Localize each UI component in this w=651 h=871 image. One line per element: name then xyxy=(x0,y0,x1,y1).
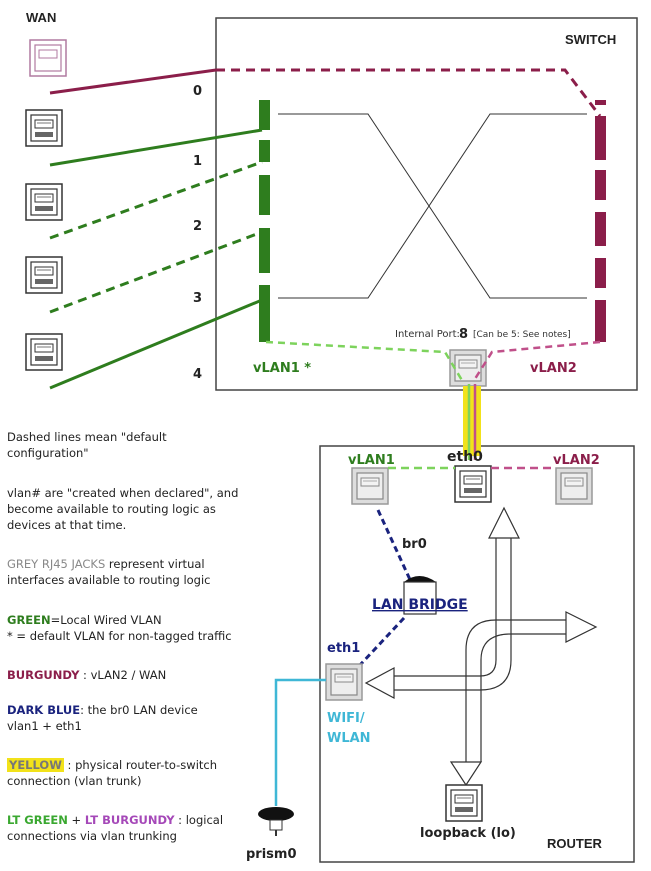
wan-dashed-line xyxy=(216,68,602,117)
vlan1-to-bridge xyxy=(376,509,414,585)
eth0-label: eth0 xyxy=(447,449,483,465)
switch-box xyxy=(215,17,638,391)
note-text: + xyxy=(67,813,85,827)
prism0-antenna-icon xyxy=(258,807,294,836)
legend-key-light-burgundy: LT BURGUNDY xyxy=(84,813,175,827)
note-text: devices at that time. xyxy=(7,518,127,532)
note-text: Dashed lines mean "default xyxy=(7,430,167,444)
wan-jack-icon xyxy=(29,39,67,77)
vlan1-bar xyxy=(259,100,270,342)
internal-port-note: [Can be 5: See notes] xyxy=(473,330,571,340)
vlan1-switch-label: vLAN1 * xyxy=(253,361,311,376)
note-green: GREEN=Local Wired VLAN * = default VLAN … xyxy=(7,612,262,644)
legend-key-dark-blue: DARK BLUE xyxy=(7,703,81,717)
note-vlan-created: vlan# are "created when declared", and b… xyxy=(7,485,262,533)
switch-label: SWITCH xyxy=(565,32,616,47)
port-label-3: 3 xyxy=(193,291,202,306)
wan-line xyxy=(49,68,217,95)
note-text: connection (vlan trunk) xyxy=(7,774,142,788)
note-text: represent virtual xyxy=(105,557,205,571)
wan-label: WAN xyxy=(26,10,56,25)
router-label: ROUTER xyxy=(547,836,603,851)
vlan2-switch-label: vLAN2 xyxy=(530,361,577,376)
wifi-label-line1: WIFI/ xyxy=(327,711,365,726)
note-grey-jacks: GREY RJ45 JACKS represent virtual interf… xyxy=(7,556,262,588)
vlan2-bar xyxy=(595,100,606,342)
legend-key-green: GREEN xyxy=(7,613,51,627)
wifi-line xyxy=(274,678,326,806)
port2-jack-icon xyxy=(25,183,63,221)
note-dark-blue: DARK BLUE: the br0 LAN device vlan1 + et… xyxy=(7,702,262,734)
note-text: become available to routing logic as xyxy=(7,502,216,516)
note-logical: LT GREEN + LT BURGUNDY : logical connect… xyxy=(7,812,262,844)
note-text: : logical xyxy=(174,813,224,827)
port-label-4: 4 xyxy=(193,367,202,382)
legend-key-grey: GREY RJ45 JACKS xyxy=(7,557,106,571)
loopback-jack-icon xyxy=(445,784,483,822)
note-yellow: YELLOW : physical router-to-switch conne… xyxy=(7,757,262,789)
port-label-2: 2 xyxy=(193,219,202,234)
port2-line xyxy=(49,160,263,240)
note-text: connections via vlan trunking xyxy=(7,829,177,843)
vlan2-to-internal-port xyxy=(471,340,601,383)
note-text: configuration" xyxy=(7,446,89,460)
legend-key-light-green: LT GREEN xyxy=(7,813,68,827)
loopback-label: loopback (lo) xyxy=(420,826,516,841)
port3-jack-icon xyxy=(25,256,63,294)
note-text: vlan# are "created when declared", and xyxy=(7,486,239,500)
legend-key-burgundy: BURGUNDY xyxy=(7,668,80,682)
wifi-label-line2: WLAN xyxy=(327,731,371,746)
port1-line xyxy=(49,128,263,167)
note-text: vlan1 + eth1 xyxy=(7,719,82,733)
internal-port-number: 8 xyxy=(459,327,468,342)
switch-cross-line-b xyxy=(278,113,587,299)
note-text: : the br0 LAN device xyxy=(80,703,198,717)
note-text: * = default VLAN for non-tagged traffic xyxy=(7,629,232,643)
lan-bridge-label: LAN BRIDGE xyxy=(372,597,468,613)
note-text: : vLAN2 / WAN xyxy=(79,668,167,682)
note-burgundy: BURGUNDY : vLAN2 / WAN xyxy=(7,667,262,683)
port-label-0: 0 xyxy=(193,84,202,99)
note-dashed-lines: Dashed lines mean "default configuration… xyxy=(7,429,262,461)
port4-jack-icon xyxy=(25,333,63,371)
eth1-jack-icon xyxy=(325,663,363,701)
br0-label: br0 xyxy=(402,537,427,552)
vlan2-router-label: vLAN2 xyxy=(553,453,600,468)
port3-line xyxy=(49,230,263,314)
eth0-jack-icon xyxy=(454,465,492,503)
port1-jack-icon xyxy=(25,109,63,147)
internal-port-label: Internal Port: xyxy=(395,329,460,340)
note-text: =Local Wired VLAN xyxy=(50,613,162,627)
vlan2-router-jack-icon xyxy=(555,467,593,505)
legend-key-yellow: YELLOW xyxy=(7,758,64,772)
trunk-yellow xyxy=(463,386,481,456)
note-text: : physical router-to-switch xyxy=(63,758,218,772)
prism0-label: prism0 xyxy=(246,847,297,862)
routing-cross-arrows xyxy=(364,506,598,787)
eth1-label: eth1 xyxy=(327,641,360,656)
vlan1-router-jack-icon xyxy=(351,467,389,505)
switch-cross-line-a xyxy=(278,113,587,299)
vlan1-router-label: vLAN1 xyxy=(348,453,395,468)
lan-bridge-icon xyxy=(403,576,437,615)
port-label-1: 1 xyxy=(193,154,202,169)
port4-line xyxy=(49,298,263,390)
note-text: interfaces available to routing logic xyxy=(7,573,211,587)
